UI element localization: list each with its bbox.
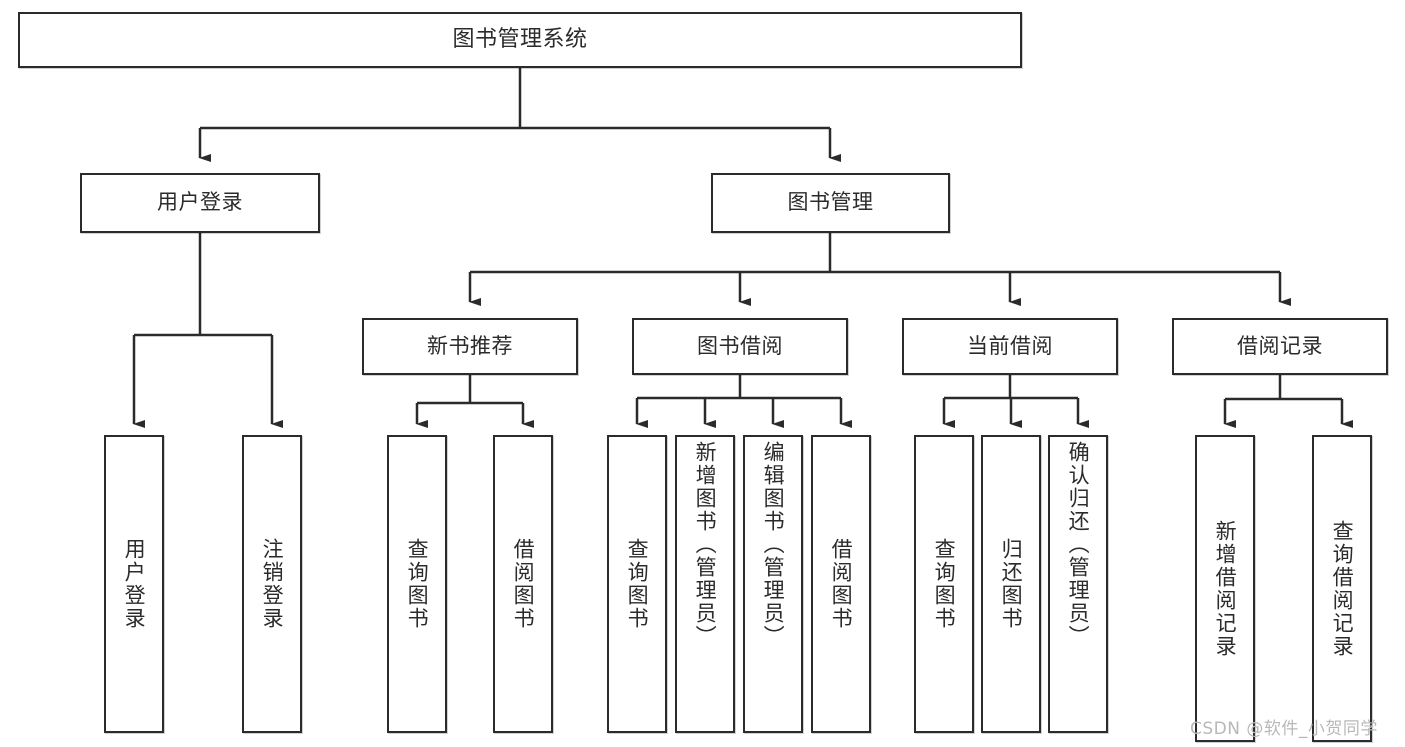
- node-leaf-return-book-label: 归还图书: [999, 538, 1024, 630]
- node-leaf-return-book[interactable]: 归还图书: [981, 435, 1041, 733]
- node-leaf-query-record[interactable]: 查询借阅记录: [1312, 435, 1372, 742]
- node-leaf-edit-book[interactable]: 编辑图书（管理员）: [743, 435, 803, 733]
- node-leaf-add-record[interactable]: 新增借阅记录: [1195, 435, 1255, 742]
- node-leaf-logout[interactable]: 注销登录: [242, 435, 302, 733]
- node-leaf-confirm-return[interactable]: 确认归还（管理员）: [1048, 435, 1108, 733]
- node-leaf-query-book-1[interactable]: 查询图书: [387, 435, 447, 733]
- node-leaf-query-book-3[interactable]: 查询图书: [914, 435, 974, 733]
- node-leaf-borrow-book-2[interactable]: 借阅图书: [811, 435, 871, 733]
- node-leaf-borrow-book-1[interactable]: 借阅图书: [493, 435, 553, 733]
- node-leaf-logout-label: 注销登录: [260, 538, 285, 630]
- node-new-book-recommend[interactable]: 新书推荐: [362, 318, 578, 375]
- node-leaf-edit-book-label: 编辑图书（管理员）: [761, 441, 786, 648]
- node-leaf-query-record-label: 查询借阅记录: [1330, 519, 1355, 658]
- node-book-management-label: 图书管理: [787, 190, 874, 215]
- node-leaf-user-login[interactable]: 用户登录: [104, 435, 164, 733]
- node-leaf-confirm-return-label: 确认归还（管理员）: [1066, 441, 1091, 648]
- node-leaf-query-book-3-label: 查询图书: [932, 538, 957, 630]
- node-book-borrow-label: 图书借阅: [697, 333, 783, 358]
- node-user-login-label: 用户登录: [157, 190, 243, 215]
- node-leaf-borrow-book-1-label: 借阅图书: [511, 538, 536, 630]
- node-borrow-record-label: 借阅记录: [1237, 333, 1323, 358]
- node-leaf-query-book-2[interactable]: 查询图书: [607, 435, 667, 733]
- node-book-borrow[interactable]: 图书借阅: [632, 318, 848, 375]
- node-leaf-borrow-book-2-label: 借阅图书: [829, 538, 854, 630]
- node-borrow-record[interactable]: 借阅记录: [1172, 318, 1388, 375]
- csdn-watermark: CSDN @软件_小贺同学: [1190, 719, 1378, 739]
- node-leaf-add-book-label: 新增图书（管理员）: [693, 441, 718, 648]
- node-leaf-add-book[interactable]: 新增图书（管理员）: [675, 435, 735, 733]
- node-leaf-query-book-2-label: 查询图书: [625, 538, 650, 630]
- node-current-borrow[interactable]: 当前借阅: [902, 318, 1118, 375]
- node-root-label: 图书管理系统: [452, 26, 588, 52]
- node-root-system[interactable]: 图书管理系统: [18, 12, 1022, 68]
- node-leaf-user-login-label: 用户登录: [122, 538, 147, 630]
- node-user-login[interactable]: 用户登录: [80, 173, 320, 233]
- node-new-book-recommend-label: 新书推荐: [427, 333, 513, 358]
- node-book-management[interactable]: 图书管理: [711, 173, 950, 233]
- node-leaf-add-record-label: 新增借阅记录: [1213, 519, 1238, 658]
- node-leaf-query-book-1-label: 查询图书: [405, 538, 430, 630]
- node-current-borrow-label: 当前借阅: [967, 333, 1053, 358]
